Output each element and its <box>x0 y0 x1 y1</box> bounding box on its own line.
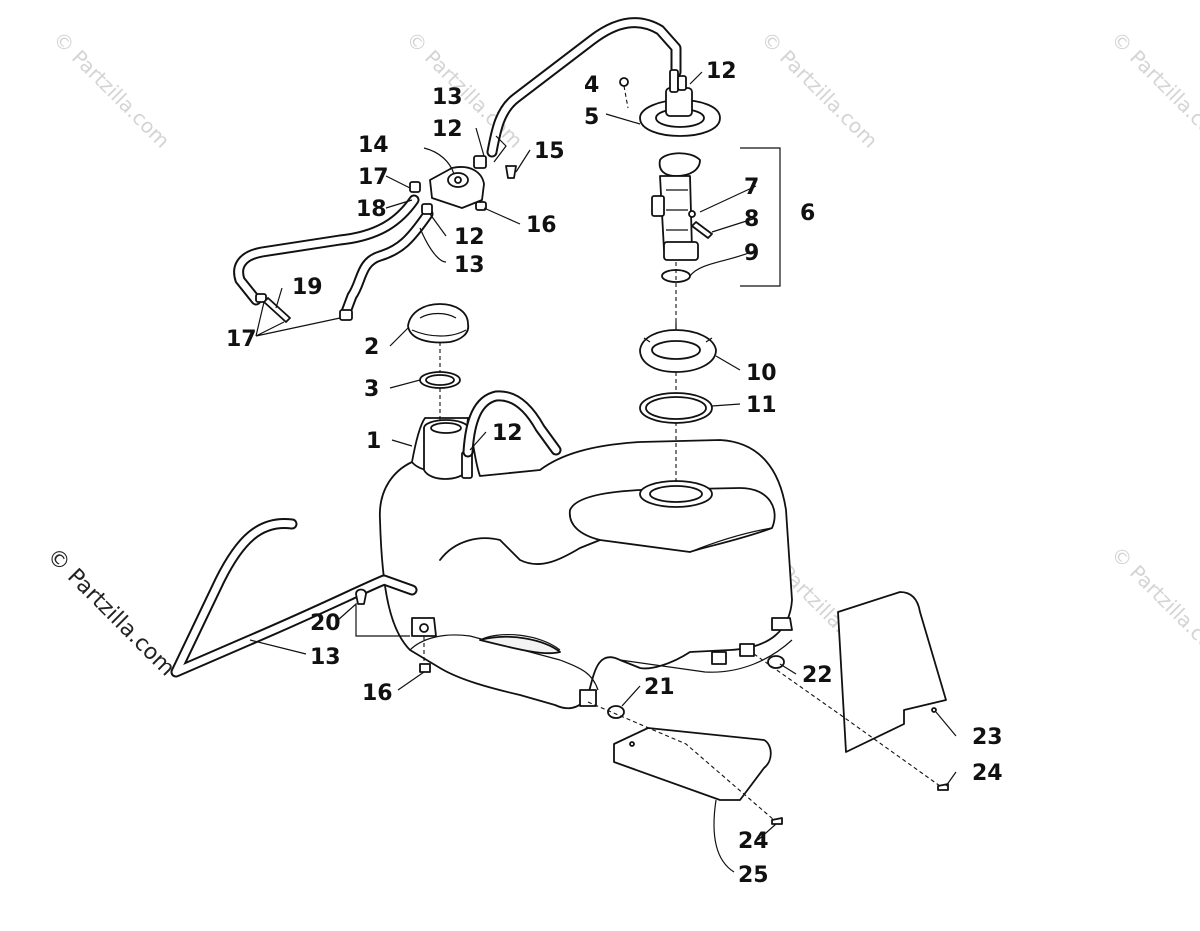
clamp-17-a <box>409 181 421 193</box>
callout-4: 4 <box>584 73 599 98</box>
callout-labels: 1 2 3 4 5 6 7 8 9 10 11 12 12 12 12 13 1… <box>226 59 1003 888</box>
hose-18 <box>233 194 420 306</box>
callout-23: 23 <box>972 725 1003 750</box>
nut-7 <box>688 210 696 218</box>
screw-24-b <box>771 817 783 825</box>
callout-8: 8 <box>744 207 759 232</box>
cap-22 <box>767 655 785 669</box>
callout-2: 2 <box>364 335 379 360</box>
callout-13-mid: 13 <box>454 253 485 278</box>
bolt-8 <box>691 221 713 239</box>
callout-18: 18 <box>356 197 387 222</box>
pump-filter <box>663 241 699 261</box>
heat-shield-25 <box>613 727 772 801</box>
watermark-dark: © Partzilla.com <box>42 544 180 682</box>
callout-11: 11 <box>746 393 777 418</box>
callout-16-tank: 16 <box>362 681 393 706</box>
ring-nut <box>639 322 717 373</box>
heat-shield-23 <box>837 591 947 753</box>
callout-17-top: 17 <box>358 165 389 190</box>
leader-lines <box>249 71 957 873</box>
tank-seal <box>639 392 713 424</box>
callout-24-right: 24 <box>972 761 1003 786</box>
hose-13-top <box>486 17 682 158</box>
screw-24-a <box>937 783 949 791</box>
callout-16-valve: 16 <box>526 213 557 238</box>
callout-20: 20 <box>310 611 341 636</box>
callout-12-valve: 12 <box>432 117 463 142</box>
fuel-cap <box>407 303 470 344</box>
fasteners <box>355 588 949 825</box>
watermark-3: © Partzilla.com <box>756 27 882 153</box>
cap-seal <box>419 371 461 389</box>
washer-16 <box>475 201 487 211</box>
callout-1: 1 <box>366 429 381 454</box>
callout-17-bottom: 17 <box>226 327 257 352</box>
hose-12-vent <box>462 390 562 458</box>
watermark-4: © Partzilla.com <box>1106 27 1200 153</box>
fuel-valve-assembly <box>255 155 517 323</box>
clamp-12-mid <box>421 203 433 215</box>
callout-25: 25 <box>738 863 769 888</box>
callout-24-bottom: 24 <box>738 829 769 854</box>
callout-21: 21 <box>644 675 675 700</box>
clamp-12-top <box>473 155 487 169</box>
clamp-17-c <box>339 309 353 321</box>
callout-3: 3 <box>364 377 379 402</box>
hose-13-mid <box>340 208 434 318</box>
callout-9: 9 <box>744 241 759 266</box>
clamp-17-b <box>255 293 267 303</box>
callout-22: 22 <box>802 663 833 688</box>
washer-16-b <box>419 663 431 673</box>
callout-14: 14 <box>358 133 389 158</box>
hose-13-drain <box>170 518 418 678</box>
callout-12-top: 12 <box>706 59 737 84</box>
callout-13-drain: 13 <box>310 645 341 670</box>
callout-6: 6 <box>800 201 815 226</box>
fuel-pump-assembly <box>619 69 721 283</box>
fuel-tank <box>379 417 793 710</box>
watermark-1: © Partzilla.com <box>48 27 174 153</box>
watermark-7: © Partzilla.com <box>1106 542 1200 668</box>
screw-4 <box>619 77 629 87</box>
callout-19: 19 <box>292 275 323 300</box>
callout-5: 5 <box>584 105 599 130</box>
callout-12-clamp: 12 <box>454 225 485 250</box>
callout-10: 10 <box>746 361 777 386</box>
cap-21 <box>607 705 625 719</box>
screw-15 <box>505 165 517 179</box>
fuel-filter-19 <box>263 297 291 323</box>
bolt-20 <box>355 588 367 605</box>
callout-13-top: 13 <box>432 85 463 110</box>
watermark-2: © Partzilla.com <box>401 27 527 153</box>
callout-15: 15 <box>534 139 565 164</box>
callout-12-vent: 12 <box>492 421 523 446</box>
callout-7: 7 <box>744 175 759 200</box>
